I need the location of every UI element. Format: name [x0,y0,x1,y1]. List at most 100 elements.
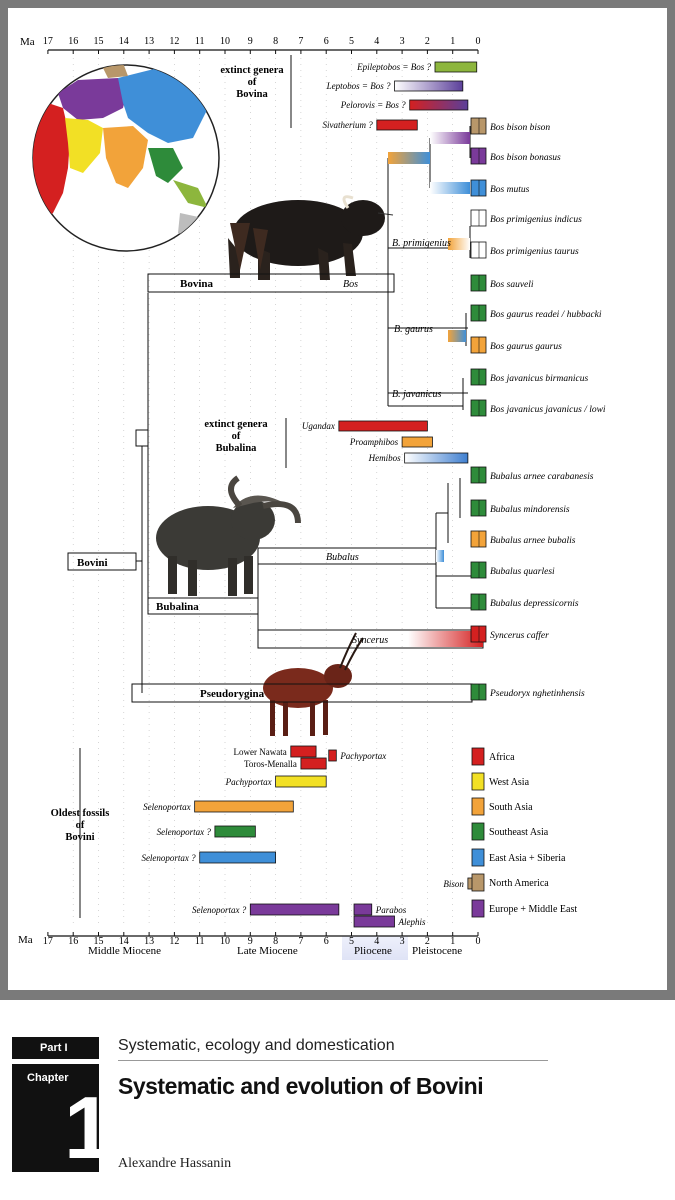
fossil-name: Toros-Menalla [244,759,297,769]
top-axis-tick-label: 16 [68,36,78,47]
species-color-tip [470,336,487,354]
top-axis-tick-label: 15 [94,36,104,47]
top-axis-unit: Ma [20,36,35,48]
extinct-bovina-label-3: Bovina [236,89,268,100]
extinct-bovina-bar [376,119,418,131]
bottom-axis-tick-label: 5 [349,936,354,947]
species-name: Bos gaurus gaurus [490,342,562,352]
top-axis-tick-label: 12 [169,36,179,47]
fossil-name: Selenoportax [143,802,191,812]
extinct-bovina-name: Epileptobos = Bos ? [356,62,431,72]
fossil-bar [353,903,373,916]
fossil-bar [214,825,256,838]
top-axis-tick-label: 5 [349,36,354,47]
group-label-bubalina: Bubalina [156,601,199,613]
fossil-bar [194,800,294,813]
species-color-tip [470,530,487,548]
species-name: Syncerus caffer [490,630,549,641]
top-axis-tick-label: 1 [450,36,455,47]
extinct-bovina-name: Pelorovis = Bos ? [340,100,406,110]
extinct-bubalina-name: Hemibos [368,453,401,463]
epoch-pleistocene: Pleistocene [412,945,462,957]
legend-swatch [471,797,485,816]
branch-color-primigenius [448,238,470,250]
chapter-header: Part I Systematic, ecology and domestica… [0,1000,675,1200]
species-name: Bubalus arnee bubalis [490,536,576,546]
legend-label: Africa [489,752,515,763]
extinct-bubalina-name: Ugandax [302,421,335,431]
branch-color-bison [430,132,470,144]
species-color-tip [470,304,487,322]
extinct-bubalina-name: Proamphibos [349,437,399,447]
saola-icon [263,632,364,736]
group-label-bovina: Bovina [180,278,214,290]
fossil-name: Bison [443,879,464,889]
species-name: Bubalus quarlesi [490,567,555,577]
epoch-middle-miocene: Middle Miocene [88,945,161,957]
legend-label: Europe + Middle East [489,904,577,915]
species-color-tip [470,209,487,227]
species-color-tip [470,683,487,701]
legend-swatch [471,873,485,892]
species-name: Pseudoryx nghetinhensis [489,689,585,699]
group-label-bovini: Bovini [77,557,108,569]
legend-label: Southeast Asia [489,827,549,838]
author-name: Alexandre Hassanin [118,1156,232,1171]
extinct-bubalina-label-1: extinct genera [204,419,268,430]
species-name: Bos bison bonasus [490,153,561,163]
legend-swatch [471,848,485,867]
genus-label-b-primigenius: B. primigenius [392,238,451,249]
species-name: Bos sauveli [490,280,534,290]
bottom-axis-tick-label: 12 [169,936,179,947]
species-name: Bos bison bison [490,123,550,133]
bottom-axis-tick-label: 16 [68,936,78,947]
fossil-name: Selenoportax ? [157,827,212,837]
bottom-axis-tick-label: 6 [324,936,329,947]
species-color-tip [470,399,487,417]
chapter-number: 1 [64,1078,113,1177]
fossil-name: Lower Nawata [234,747,287,757]
species-name: Bos primigenius taurus [490,247,579,257]
branch-color-bubalus [436,550,444,562]
bottom-axis-tick-label: 7 [298,936,303,947]
bottom-axis-tick-label: 10 [220,936,230,947]
species-color-tip [470,117,487,135]
extinct-bovina-label-2: of [248,77,257,88]
bottom-axis-tick-label: 17 [43,936,53,947]
extinct-bovina-block: extinct genera of Bovina Epileptobos = B… [220,55,478,131]
bottom-axis-tick-label: 11 [195,936,205,947]
top-axis-tick-label: 3 [400,36,405,47]
bottom-axis-tick-label: 9 [248,936,253,947]
pliocene-band [342,936,408,960]
epoch-pliocene: Pliocene [354,945,392,957]
bottom-axis-unit: Ma [18,934,33,946]
species-color-tip [470,368,487,386]
top-axis-tick-label: 13 [144,36,154,47]
epoch-late-miocene: Late Miocene [237,945,298,957]
top-axis-tick-label: 6 [324,36,329,47]
branch-color-mutus [388,152,430,164]
buffalo-icon [156,475,301,596]
legend-label: West Asia [489,777,530,788]
extinct-bubalina-block: extinct genera of Bubalina UgandaxProamp… [204,418,469,468]
section-title: Systematic, ecology and domestication [118,1037,395,1054]
part-label: Part I [12,1037,99,1059]
genus-label-syncerus: Syncerus [352,635,388,646]
group-label-pseudorygina: Pseudorygina [200,688,265,700]
extinct-bubalina-bar [404,452,469,464]
genus-label-bos: Bos [343,279,358,290]
species-name: Bos javanicus javanicus / lowi [490,405,606,415]
top-axis-tick-label: 11 [195,36,205,47]
header-rule [118,1060,548,1061]
fossil-bar [300,757,327,770]
legend-swatch [471,772,485,791]
legend-label: North America [489,878,549,889]
fossil-name: Selenoportax ? [141,853,196,863]
extinct-bovina-bar [409,99,469,111]
top-axis-tick-label: 14 [119,36,129,47]
fossil-name: Pachyportax [339,751,386,761]
bottom-axis-tick-label: 13 [144,936,154,947]
top-axis-tick-label: 2 [425,36,430,47]
